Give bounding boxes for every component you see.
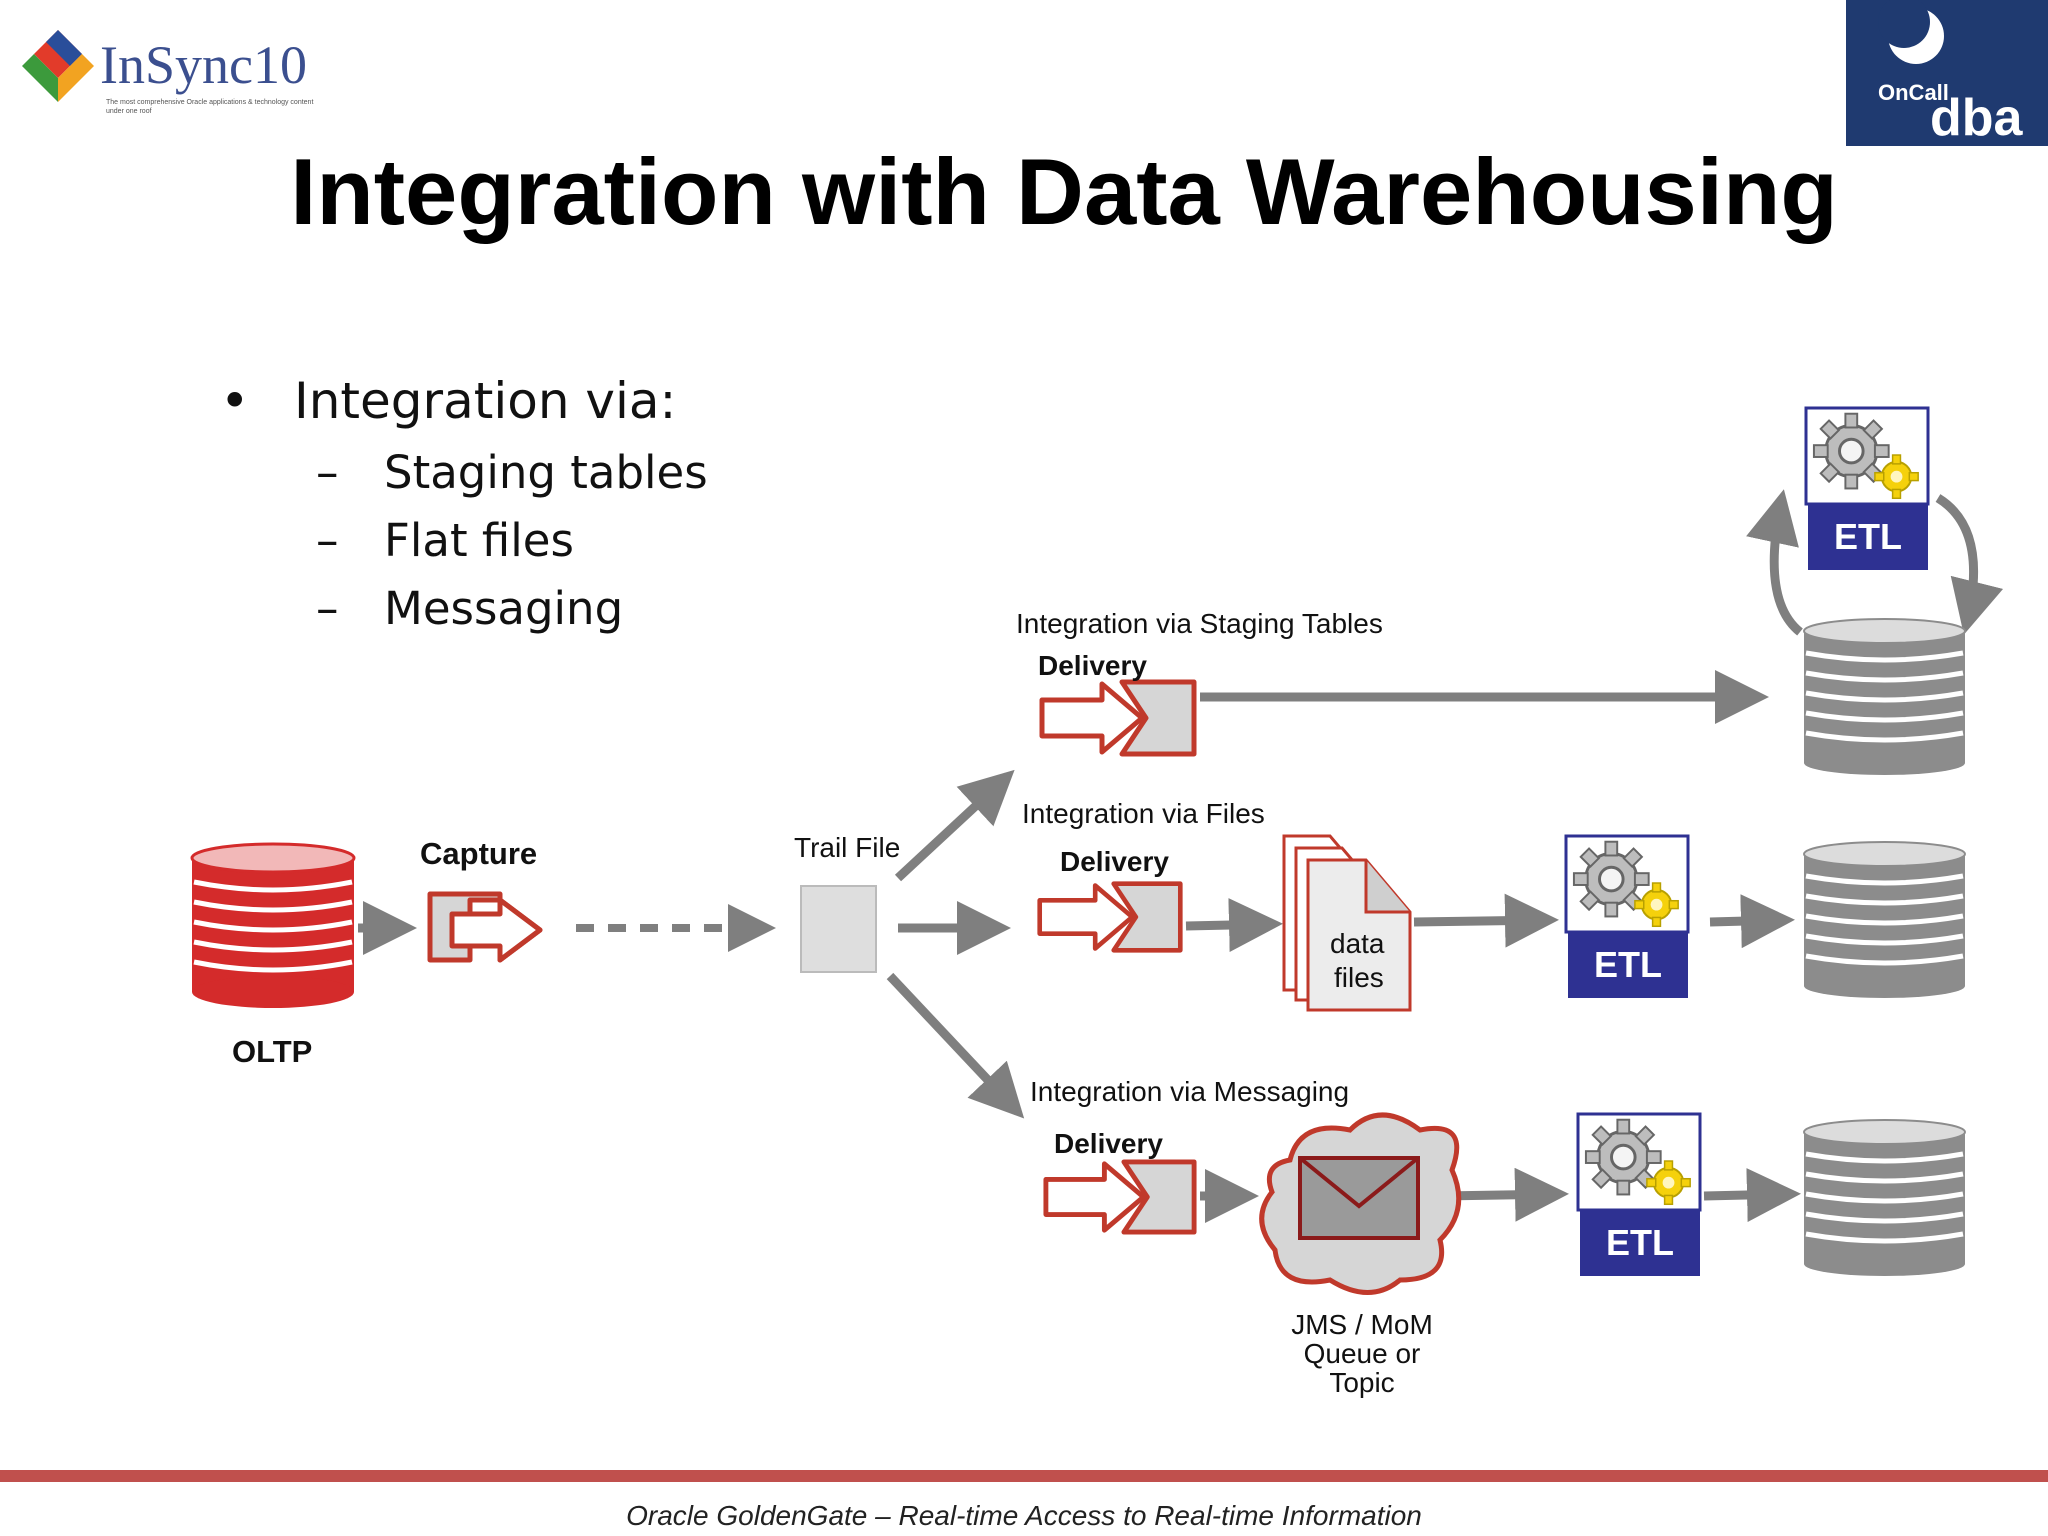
moon-icon (1878, 0, 1944, 64)
oncall-text: OnCall (1878, 80, 1949, 105)
dba-text: dba (1930, 89, 2023, 147)
jms-line-3: Topic (1329, 1367, 1395, 1398)
messaging-title: Integration via Messaging (1030, 1076, 1350, 1107)
etl-label: ETL (1594, 944, 1662, 985)
sub-bullet-dash: – (316, 582, 339, 635)
trail-file-label: Trail File (794, 832, 901, 863)
oltp-label: OLTP (232, 1034, 313, 1069)
etl-box-top: ETL (1808, 504, 1928, 570)
sub-bullet-files: –Flat files (316, 514, 574, 567)
etl-gears-files (1564, 834, 1690, 934)
etl-box-messaging: ETL (1580, 1210, 1700, 1276)
etl-gears-top (1804, 406, 1930, 506)
sub-bullet-staging: –Staging tables (316, 446, 708, 499)
etl-gears-messaging (1576, 1112, 1702, 1212)
data-files-icon (1282, 834, 1412, 1012)
staging-title: Integration via Staging Tables (1016, 608, 1383, 639)
delivery-label-messaging: Delivery (1054, 1128, 1163, 1159)
oncall-dba-logo: OnCall dba (1846, 0, 2048, 147)
sub-bullet-dash: – (316, 446, 339, 499)
oltp-database-icon (190, 842, 356, 1008)
sub-bullet-messaging: –Messaging (316, 582, 623, 635)
message-cloud-icon (1259, 1112, 1462, 1295)
jms-label: JMS / MoM Queue or Topic (1232, 1310, 1492, 1397)
bullet-main: • Integration via: (220, 372, 676, 430)
bullet-dot: • (220, 372, 250, 430)
flow-arrows (358, 489, 2004, 1223)
sub-bullet-text: Messaging (384, 582, 624, 635)
warehouse-database-files (1804, 842, 1965, 998)
warehouse-database-messaging (1804, 1120, 1965, 1276)
bullet-main-text: Integration via: (294, 372, 677, 430)
sub-bullet-dash: – (316, 514, 339, 567)
delivery-label-files: Delivery (1060, 846, 1169, 877)
jms-line-2: Queue or (1303, 1338, 1421, 1369)
trail-file-icon (800, 885, 877, 973)
capture-icon (427, 891, 543, 963)
data-files-label-1: data (1330, 928, 1385, 959)
etl-label: ETL (1834, 516, 1902, 557)
footer-rule (0, 1470, 2048, 1482)
delivery-icon-messaging (1046, 1162, 1194, 1232)
jms-line-1: JMS / MoM (1291, 1309, 1433, 1340)
footer-text: Oracle GoldenGate – Real-time Access to … (626, 1500, 1422, 1531)
warehouse-database-staging (1804, 619, 1965, 775)
delivery-icon-files (1040, 884, 1181, 951)
delivery-icon-staging (1042, 682, 1194, 754)
data-files-label-2: files (1334, 962, 1384, 993)
etl-label: ETL (1606, 1222, 1674, 1263)
insync-tagline: The most comprehensive Oracle applicatio… (106, 99, 314, 115)
insync-diamond-icon (22, 30, 94, 102)
files-title: Integration via Files (1022, 798, 1265, 829)
insync-logo-text: InSync10 (100, 35, 307, 95)
insync-logo: InSync10 The most comprehensive Oracle a… (16, 20, 316, 130)
capture-label: Capture (420, 836, 538, 871)
sub-bullet-text: Staging tables (384, 446, 708, 499)
sub-bullet-text: Flat files (384, 514, 574, 567)
slide-title: Integration with Data Warehousing (290, 139, 1838, 244)
etl-box-files: ETL (1568, 932, 1688, 998)
delivery-label-staging: Delivery (1038, 650, 1147, 681)
